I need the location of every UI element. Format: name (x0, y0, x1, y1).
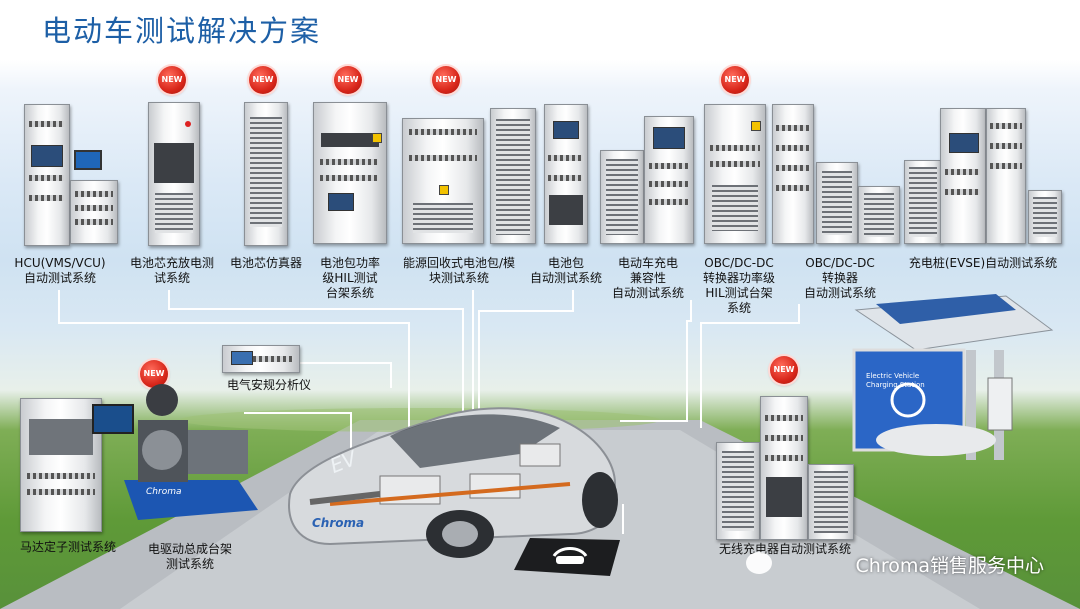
wireless-rack-image (716, 442, 760, 540)
system-label-cell-simulator: 电池芯仿真器 (229, 256, 302, 270)
connector-line (462, 308, 464, 474)
connector-line (700, 322, 702, 428)
safety-analyzer-image (222, 345, 300, 373)
system-label-pack-ate: 电池包自动测试系统 (529, 256, 602, 285)
new-badge: NEW (140, 360, 168, 388)
connector-line (168, 308, 464, 310)
stator-tester-image (20, 398, 102, 532)
system-label-regen-pack: 能源回收式电池包/模块测试系统 (402, 256, 516, 285)
wechat-icon (746, 552, 772, 574)
system-label-safety: 电气安规分析仪 (226, 378, 311, 392)
new-badge: NEW (770, 356, 798, 384)
system-label-evse: 充电桩(EVSE)自动测试系统 (908, 256, 1058, 270)
car-brand-logo: Chroma (312, 516, 365, 530)
connector-line (798, 304, 800, 324)
charge-compat-rack-image (600, 150, 644, 244)
system-label-charge-compat: 电动车充电兼容性自动测试系统 (611, 256, 684, 300)
system-label-stator: 马达定子测试系统 (19, 540, 116, 554)
dyno-brand-logo: Chroma (146, 487, 182, 497)
obc-ate-cabinet-image (772, 104, 814, 244)
connector-line (408, 322, 410, 482)
stator-monitor-image (92, 404, 134, 434)
cell-simulator-cabinet-image (244, 102, 288, 246)
system-label-hcu: HCU(VMS/VCU)自动测试系统 (14, 256, 106, 285)
wireless-pad-image (514, 538, 620, 576)
new-badge: NEW (432, 66, 460, 94)
monitor-image (74, 150, 102, 170)
pack-hil-cabinet-image (313, 102, 387, 244)
new-badge: NEW (158, 66, 186, 94)
page-title: 电动车测试解决方案 (42, 14, 322, 48)
connector-line (472, 290, 474, 472)
watermark: Chroma销售服务中心 (855, 555, 1044, 577)
connector-line (390, 362, 392, 388)
connector-line (244, 412, 352, 414)
evse-rack-image (904, 160, 942, 244)
connector-line (572, 290, 574, 312)
cell-charge-cabinet-image (148, 102, 200, 246)
hcu-cabinet-image (24, 104, 70, 246)
connector-line (686, 320, 692, 322)
wireless-load-image (808, 464, 854, 540)
obc-load-image (858, 186, 900, 244)
connector-line (478, 310, 480, 470)
system-label-pack-hil: 电池包功率级HIL测试台架系统 (319, 256, 380, 300)
evse-cabinet-image (940, 108, 986, 244)
edrive-dyno-image (124, 384, 258, 520)
evse-cabinet-2-image (986, 108, 1026, 244)
connector-line (700, 322, 800, 324)
system-label-wireless: 无线充电器自动测试系统 (718, 542, 851, 556)
connector-line (690, 300, 692, 322)
connector-line (622, 504, 624, 534)
regen-pack-tester-image (402, 118, 484, 244)
electric-car-image (288, 407, 618, 558)
connector-line (300, 362, 392, 364)
connector-line (478, 310, 574, 312)
obc-hil-cabinet-image (704, 104, 766, 244)
connector-line (620, 420, 688, 422)
connector-line (686, 320, 688, 420)
new-badge: NEW (721, 66, 749, 94)
connector-line (58, 322, 410, 324)
hcu-rack-image (70, 180, 118, 244)
new-badge: NEW (249, 66, 277, 94)
wireless-cabinet-image (760, 396, 808, 540)
connector-line (58, 290, 60, 324)
pack-ate-cabinet-image (544, 104, 588, 244)
connector-line (168, 290, 170, 310)
regen-rack-image (490, 108, 536, 244)
charging-station-image (852, 294, 1054, 460)
system-label-cell-charge: 电池芯充放电测试系统 (129, 256, 214, 285)
obc-rack-image (816, 162, 858, 244)
new-badge: NEW (334, 66, 362, 94)
charge-compat-cabinet-image (644, 116, 694, 244)
evse-load-image (1028, 190, 1062, 244)
system-label-edrive: 电驱动总成台架测试系统 (147, 542, 232, 571)
